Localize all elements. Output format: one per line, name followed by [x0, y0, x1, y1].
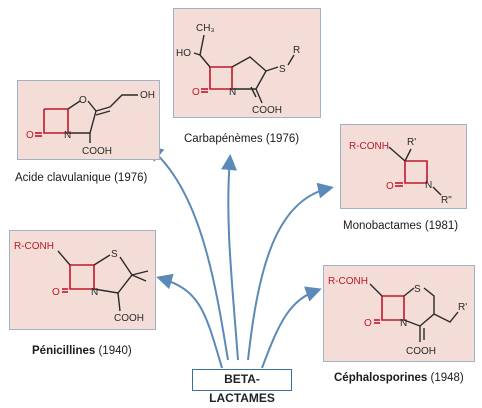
mono-o: O	[386, 181, 394, 192]
penicillin-name: Pénicillines (1940)	[32, 345, 132, 357]
beta-lactames-label: BETA-LACTAMES	[192, 369, 292, 405]
ceph-o: O	[364, 318, 372, 329]
mono-n: N	[425, 180, 432, 191]
pen-rconh: R-CONH	[14, 241, 54, 252]
pen-n: N	[91, 287, 98, 298]
carbapenem-name: Carbapénèmes (1976)	[184, 133, 300, 145]
panel-monobactam: R-CONH R' O N R"	[340, 124, 467, 209]
monobactam-structure: R-CONH R' O N R"	[349, 137, 452, 206]
ceph-cooh: COOH	[406, 346, 436, 357]
monobactam-name: Monobactames (1981)	[343, 220, 459, 232]
panel-cephalosporin: R-CONH S O N COOH R'	[323, 265, 475, 362]
carba-cooh: COOH	[252, 105, 282, 116]
pen-cooh: COOH	[114, 313, 144, 324]
carba-ho: HO	[176, 48, 191, 59]
arrow-to-monobactam	[247, 182, 334, 361]
carba-ch3: CH₃	[196, 23, 215, 34]
carba-o: O	[192, 87, 200, 98]
panel-carbapenem: CH₃ HO O N S R COOH	[173, 8, 321, 118]
penicillin-year: (1940)	[95, 345, 132, 357]
clav-n: N	[64, 130, 71, 141]
arrow-to-carbapenem	[221, 154, 239, 361]
panel-clavulanic: O N O OH COOH	[17, 80, 160, 160]
arrow-to-clavulanic	[146, 145, 229, 361]
clavulanic-structure: O N O OH COOH	[26, 90, 155, 157]
mono-rconh: R-CONH	[349, 141, 389, 152]
clav-cooh: COOH	[82, 146, 112, 157]
cephalosporin-structure: R-CONH S O N COOH R'	[328, 276, 467, 357]
carba-n: N	[229, 87, 236, 98]
clav-o-ring: O	[79, 95, 87, 106]
carba-r: R	[293, 45, 300, 56]
carbapenem-structure: CH₃ HO O N S R COOH	[176, 23, 300, 116]
arrow-to-penicillin	[156, 273, 223, 369]
clav-oh: OH	[140, 90, 155, 101]
arrow-to-cephalosporin	[261, 286, 322, 369]
mono-rdouble: R"	[441, 195, 452, 206]
carba-s: S	[279, 64, 286, 75]
cephalosporin-name-bold: Céphalosporines	[334, 372, 428, 384]
pen-s: S	[111, 249, 118, 260]
ceph-n: N	[400, 318, 407, 329]
mono-rprime: R'	[407, 137, 416, 148]
ceph-rconh: R-CONH	[328, 276, 368, 287]
clavulanic-name: Acide clavulanique (1976)	[15, 172, 148, 184]
cephalosporin-year: (1948)	[427, 372, 464, 384]
penicillin-name-bold: Pénicillines	[32, 345, 96, 357]
pen-o: O	[52, 287, 60, 298]
panel-penicillin: R-CONH S O N COOH	[9, 230, 156, 330]
ceph-rprime: R'	[458, 302, 467, 313]
cephalosporin-name: Céphalosporines (1948)	[334, 372, 464, 384]
penicillin-structure: R-CONH S O N COOH	[14, 241, 149, 324]
clav-o-keto: O	[26, 130, 34, 141]
ceph-s: S	[414, 284, 421, 295]
